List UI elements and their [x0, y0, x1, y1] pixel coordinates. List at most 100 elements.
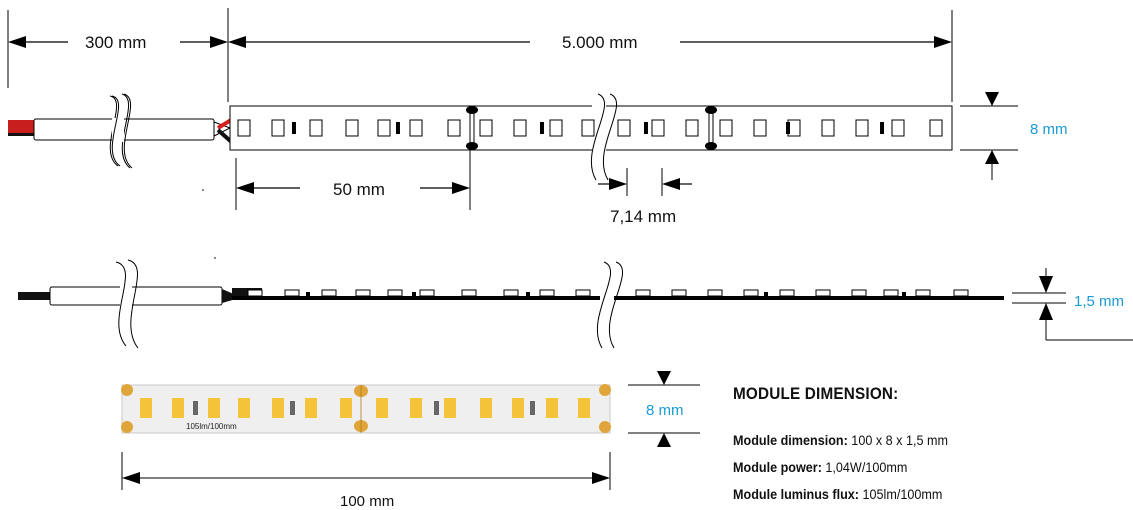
- side-led-chip: [815, 289, 831, 297]
- side-led-chip: [743, 289, 759, 297]
- module-resistor: [434, 401, 439, 415]
- spec-label: Module luminus flux:: [733, 486, 859, 502]
- led-pitch-dimension: [598, 168, 692, 196]
- module-width-label: 8 mm: [646, 402, 684, 419]
- side-led-row: [247, 289, 969, 297]
- led-chip: [651, 119, 665, 137]
- top-cable: [8, 93, 238, 169]
- arrowhead-down: [1039, 276, 1053, 293]
- arrowhead-left: [236, 182, 254, 194]
- led-chip: [377, 119, 391, 137]
- led-chip: [821, 119, 835, 137]
- led-chip: [479, 119, 493, 137]
- spec-line-power: Module power: 1,04W/100mm: [733, 459, 907, 475]
- side-led-chip: [671, 289, 687, 297]
- side-led-chip: [883, 289, 899, 297]
- cut-segment-dimension: [235, 150, 471, 210]
- led-row: [237, 119, 943, 137]
- total-length-label: 5.000 mm: [562, 33, 638, 52]
- arrowhead-right: [592, 472, 610, 484]
- side-led-chip: [503, 289, 519, 297]
- spec-line-dimension: Module dimension: 100 x 8 x 1,5 mm: [733, 432, 948, 448]
- spec-value: 105lm/100mm: [862, 486, 943, 502]
- module: 105lm/100mm: [121, 384, 611, 434]
- side-led-chip: [635, 289, 651, 297]
- arrowhead-right: [452, 182, 470, 194]
- cable-length-label: 300 mm: [85, 33, 146, 52]
- spec-heading: MODULE DIMENSION:: [733, 384, 899, 403]
- module-led-chip: [208, 398, 220, 418]
- strip-height-dimension: [1012, 268, 1133, 341]
- led-pitch-label: 7,14 mm: [610, 207, 676, 226]
- black-wire: [8, 133, 34, 136]
- side-resistor: [306, 292, 310, 296]
- arrowhead-left: [662, 178, 680, 190]
- spec-value: 1,04W/100mm: [825, 459, 908, 475]
- module-led-chip: [272, 398, 284, 418]
- side-resistor: [526, 292, 530, 296]
- module-led-chip: [340, 398, 352, 418]
- side-wire: [18, 292, 50, 300]
- led-chip: [617, 119, 631, 137]
- module-resistor: [290, 401, 295, 415]
- side-led-chip: [539, 289, 555, 297]
- led-chip: [855, 119, 869, 137]
- spec-label: Module dimension:: [733, 432, 848, 448]
- side-led-chip: [575, 289, 591, 297]
- resistor: [540, 122, 544, 134]
- solder-pad: [599, 421, 611, 433]
- red-wire: [8, 120, 34, 134]
- cut-mark: [705, 106, 717, 150]
- side-led-chip: [284, 289, 300, 297]
- cable-length-dimension: [7, 8, 229, 102]
- arrowhead-up: [1039, 303, 1053, 320]
- solder-pad: [121, 384, 133, 396]
- arrowhead-right: [934, 36, 952, 48]
- arrowhead-down: [657, 371, 671, 385]
- side-led-chip: [779, 289, 795, 297]
- module-resistor: [193, 401, 198, 415]
- module-flux-print: 105lm/100mm: [186, 422, 237, 431]
- side-resistor: [412, 292, 416, 296]
- led-chip: [513, 119, 527, 137]
- resistor: [644, 122, 648, 134]
- led-chip: [549, 119, 563, 137]
- side-resistor: [764, 292, 768, 296]
- solder-pad: [599, 384, 611, 396]
- side-led-chip: [851, 289, 867, 297]
- arrowhead-right: [210, 36, 228, 48]
- module-led-row: [140, 398, 590, 418]
- module-length-label: 100 mm: [340, 493, 394, 510]
- side-led-chip: [707, 289, 723, 297]
- module-resistor: [530, 401, 535, 415]
- cut-mark: [466, 106, 478, 150]
- module-led-chip: [578, 398, 590, 418]
- resistor: [786, 122, 790, 134]
- strip-width-label: 8 mm: [1030, 121, 1068, 138]
- module-led-chip: [410, 398, 422, 418]
- strip-height-label: 1,5 mm: [1074, 293, 1124, 310]
- module-width-dimension: [628, 371, 700, 447]
- spec-line-flux: Module luminus flux: 105lm/100mm: [733, 486, 942, 502]
- module-led-chip: [376, 398, 388, 418]
- led-chip: [271, 119, 285, 137]
- module-led-chip: [480, 398, 492, 418]
- led-chip: [409, 119, 423, 137]
- spec-label: Module power:: [733, 459, 822, 475]
- module-led-chip: [512, 398, 524, 418]
- led-chip: [309, 119, 323, 137]
- solder-pad: [121, 421, 133, 433]
- top-strip: [229, 93, 953, 181]
- led-chip: [929, 119, 943, 137]
- side-cable: [18, 259, 236, 349]
- strip-width-dimension: [960, 92, 1018, 180]
- led-chip: [345, 119, 359, 137]
- arrowhead-left: [228, 36, 246, 48]
- cut-segment-label: 50 mm: [333, 180, 385, 199]
- module-led-chip: [140, 398, 152, 418]
- side-resistor: [902, 292, 906, 296]
- side-led-chip: [915, 289, 931, 297]
- side-led-chip: [419, 289, 435, 297]
- resistor: [396, 122, 400, 134]
